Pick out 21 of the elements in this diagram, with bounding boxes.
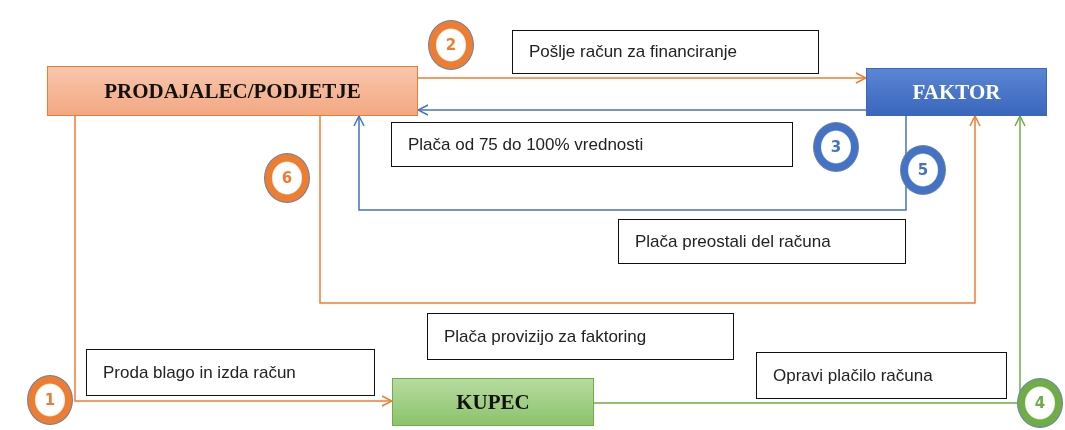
step-number-badge: 6 xyxy=(264,153,310,203)
step-number-badge: 1 xyxy=(27,375,73,425)
arrow xyxy=(417,104,867,116)
edge-label: Proda blago in izda račun xyxy=(86,349,375,396)
edge-label: Plača provizijo za faktoring xyxy=(427,313,734,360)
edge-label: Opravi plačilo računa xyxy=(756,352,1007,399)
entity-box: KUPEC xyxy=(392,378,594,426)
arrow xyxy=(319,115,981,304)
edge-label: Plača od 75 do 100% vrednosti xyxy=(391,122,793,167)
arrow xyxy=(417,72,867,84)
step-number-badge: 3 xyxy=(813,122,859,172)
edge-label: Pošlje račun za financiranje xyxy=(512,30,819,74)
arrow xyxy=(74,115,393,407)
step-number-badge: 4 xyxy=(1017,378,1063,428)
edge-label: Plača preostali del računa xyxy=(618,219,906,264)
arrow xyxy=(593,115,1026,404)
entity-box: FAKTOR xyxy=(866,68,1047,116)
step-number-badge: 5 xyxy=(900,145,946,195)
arrow xyxy=(353,115,907,211)
entity-box: PRODAJALEC/PODJETJE xyxy=(47,66,418,116)
step-number-badge: 2 xyxy=(428,20,474,70)
